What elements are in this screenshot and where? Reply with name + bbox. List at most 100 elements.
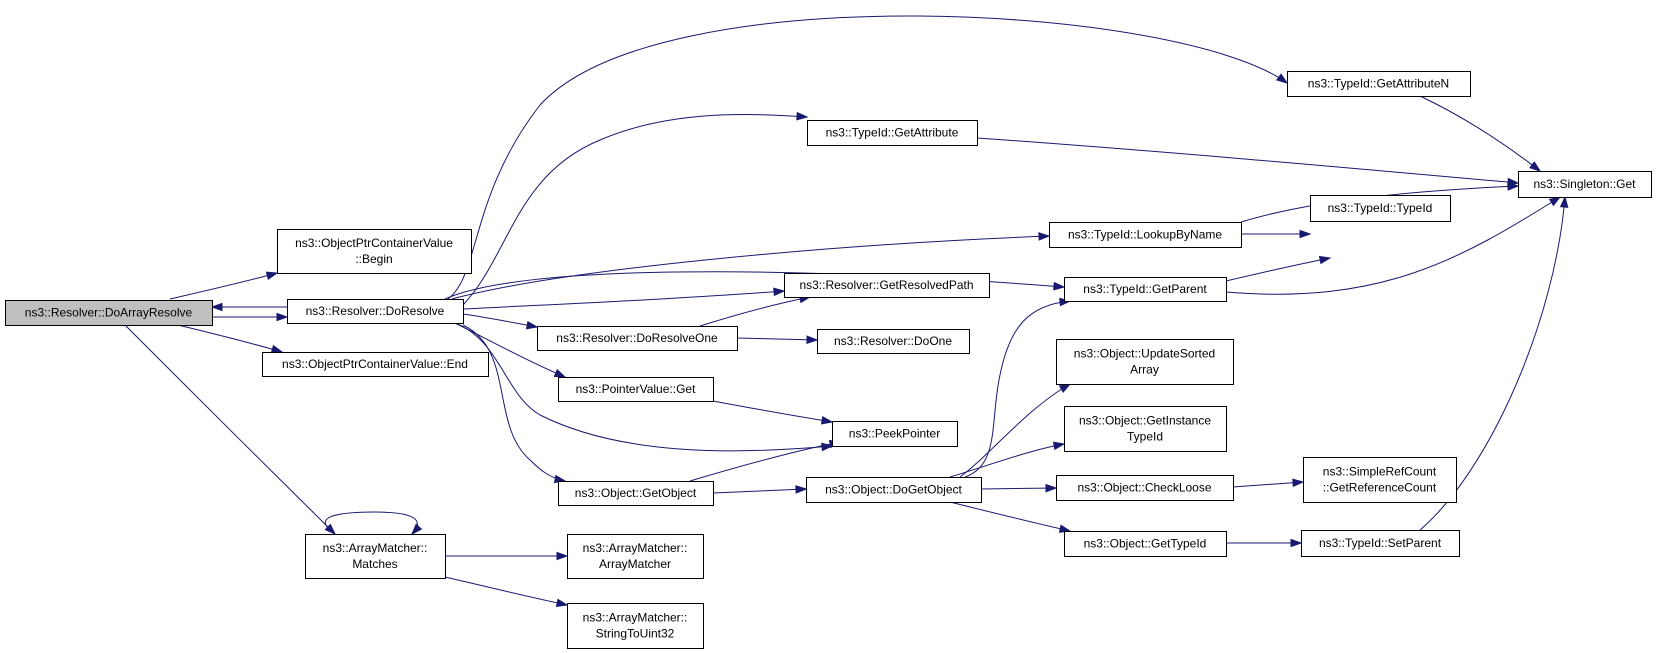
node-pvGet[interactable]: ns3::PointerValue::Get xyxy=(558,377,714,402)
edge-objGetObject-to-objDoGetObject xyxy=(712,485,808,494)
nodes: ns3::Resolver::DoArrayResolvens3::Object… xyxy=(5,71,1652,649)
edge-doResolve-to-doArrayResolve xyxy=(210,302,287,312)
node-tidLookupByName[interactable]: ns3::TypeId::LookupByName xyxy=(1049,222,1242,248)
node-box xyxy=(287,299,464,324)
node-box xyxy=(5,300,213,326)
arrowhead xyxy=(555,598,569,608)
edge-path xyxy=(1232,481,1304,488)
edge-doResolveOne-to-getResolvedPath xyxy=(699,294,812,327)
node-box xyxy=(537,326,738,351)
edge-objGetTypeId-to-tidSetParent xyxy=(1226,538,1303,548)
node-objGetObject[interactable]: ns3::Object::GetObject xyxy=(558,481,714,506)
node-optrEnd[interactable]: ns3::ObjectPtrContainerValue::End xyxy=(262,352,489,377)
node-label: ns3::ObjectPtrContainerValue::End xyxy=(282,357,468,371)
arrowhead xyxy=(1507,182,1520,191)
arrowhead xyxy=(1559,195,1569,208)
node-label: ns3::ArrayMatcher:: xyxy=(323,541,428,555)
edge-doResolve-to-tidGetAttribute xyxy=(462,111,809,306)
node-label: ns3::Object::GetObject xyxy=(575,486,697,500)
edge-path xyxy=(712,400,833,423)
node-tidGetAttributeN[interactable]: ns3::TypeId::GetAttributeN xyxy=(1287,71,1471,97)
edge-path xyxy=(451,235,1050,300)
edge-path xyxy=(1225,196,1561,295)
node-label: ns3::ArrayMatcher:: xyxy=(583,541,688,555)
node-box xyxy=(1056,475,1234,501)
edge-doArrayResolve-to-optrEnd xyxy=(177,324,284,354)
edge-path xyxy=(177,324,283,353)
node-box xyxy=(305,534,446,579)
edge-path xyxy=(324,511,418,535)
edge-objDoGetObject-to-objGetTypeId xyxy=(949,501,1072,533)
edge-objDoGetObject-to-objGetInstanceTypeId xyxy=(949,441,1066,478)
node-doOne[interactable]: ns3::Resolver::DoOne xyxy=(817,329,970,354)
node-label: ns3::TypeId::LookupByName xyxy=(1068,228,1222,242)
node-label: ns3::PointerValue::Get xyxy=(576,382,697,396)
node-amArrayMatcher[interactable]: ns3::ArrayMatcher::ArrayMatcher xyxy=(567,534,704,579)
node-label: ns3::Object::UpdateSorted xyxy=(1074,347,1215,361)
node-doResolveOne[interactable]: ns3::Resolver::DoResolveOne xyxy=(537,326,738,351)
node-box xyxy=(784,273,990,298)
node-doResolve[interactable]: ns3::Resolver::DoResolve xyxy=(287,299,464,324)
arrowhead xyxy=(1299,229,1312,239)
node-label: ns3::SimpleRefCount xyxy=(1323,465,1437,479)
edge-path xyxy=(169,272,278,300)
node-box xyxy=(1287,71,1471,97)
node-optrBegin[interactable]: ns3::ObjectPtrContainerValue::Begin xyxy=(277,229,472,274)
edge-path xyxy=(949,501,1071,532)
node-tidSetParent[interactable]: ns3::TypeId::SetParent xyxy=(1301,530,1460,557)
node-label: ArrayMatcher xyxy=(599,557,671,571)
arrowhead xyxy=(410,523,423,536)
node-label: ns3::TypeId::TypeId xyxy=(1328,201,1433,215)
node-objDoGetObject[interactable]: ns3::Object::DoGetObject xyxy=(806,477,982,503)
edge-doResolve-to-tidGetAttributeN xyxy=(447,15,1289,300)
edge-tidLookupByName-to-tidTypeId xyxy=(1241,229,1312,239)
arrowhead xyxy=(553,368,567,378)
edge-tidGetAttribute-to-singletonGet xyxy=(976,137,1520,187)
arrowhead xyxy=(773,287,786,297)
node-box xyxy=(567,534,704,579)
node-tidTypeId[interactable]: ns3::TypeId::TypeId xyxy=(1310,195,1451,222)
edge-pvGet-to-peekPointer xyxy=(712,400,834,425)
node-box xyxy=(832,421,958,447)
node-box xyxy=(1303,457,1457,503)
arrowhead xyxy=(820,416,834,425)
node-box xyxy=(1310,195,1451,222)
node-box xyxy=(1064,406,1227,452)
edge-amMatches-to-amStringToUint32 xyxy=(444,576,569,608)
node-srcGetReferenceCount[interactable]: ns3::SimpleRefCount::GetReferenceCount xyxy=(1303,457,1457,503)
node-tidGetAttribute[interactable]: ns3::TypeId::GetAttribute xyxy=(807,120,978,146)
node-singletonGet[interactable]: ns3::Singleton::Get xyxy=(1518,171,1652,198)
edge-doResolveOne-to-doOne xyxy=(736,335,819,345)
arrowhead xyxy=(525,320,539,330)
node-label: ::Begin xyxy=(355,252,392,266)
arrowhead xyxy=(1548,196,1562,207)
node-box xyxy=(807,120,978,146)
node-doArrayResolve[interactable]: ns3::Resolver::DoArrayResolve xyxy=(5,300,213,326)
node-amStringToUint32[interactable]: ns3::ArrayMatcher::StringToUint32 xyxy=(567,603,704,649)
edges xyxy=(124,15,1569,608)
edge-path xyxy=(976,137,1519,184)
edge-path xyxy=(736,337,818,341)
node-label: StringToUint32 xyxy=(596,627,675,641)
node-label: ns3::TypeId::GetParent xyxy=(1083,282,1207,296)
edge-path xyxy=(462,290,785,310)
node-label: ns3::Object::GetInstance xyxy=(1079,414,1211,428)
edge-objCheckLoose-to-srcGetReferenceCount xyxy=(1232,478,1305,488)
edge-doArrayResolve-to-doResolve xyxy=(212,312,289,322)
node-label: ns3::Resolver::GetResolvedPath xyxy=(799,278,973,292)
arrowhead xyxy=(1058,383,1072,393)
node-box xyxy=(558,377,714,402)
node-amMatches[interactable]: ns3::ArrayMatcher::Matches xyxy=(305,534,446,579)
node-objGetTypeId[interactable]: ns3::Object::GetTypeId xyxy=(1064,531,1227,557)
node-tidGetParent[interactable]: ns3::TypeId::GetParent xyxy=(1064,277,1227,302)
node-box xyxy=(558,481,714,506)
node-peekPointer[interactable]: ns3::PeekPointer xyxy=(832,421,958,447)
edge-path xyxy=(1419,95,1541,172)
edge-path xyxy=(964,300,1071,478)
node-label: ns3::Singleton::Get xyxy=(1533,177,1636,191)
node-getResolvedPath[interactable]: ns3::Resolver::GetResolvedPath xyxy=(784,273,990,298)
node-objCheckLoose[interactable]: ns3::Object::CheckLoose xyxy=(1056,475,1234,501)
